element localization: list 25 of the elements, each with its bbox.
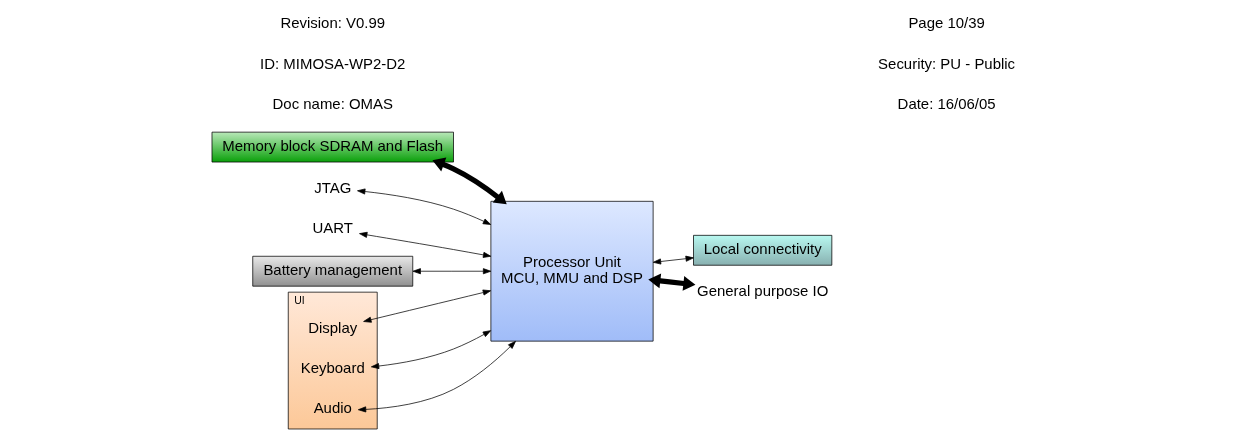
node-box: Local connectivity [693, 234, 833, 266]
label: ID: MIMOSA-WP2-D2 [260, 54, 406, 72]
node-text: JTAG [314, 178, 352, 196]
node-text: Audio [313, 399, 352, 417]
arrow [370, 330, 492, 370]
arrow [412, 268, 492, 275]
node-box: Battery management [252, 255, 414, 287]
node-text: Keyboard [300, 358, 365, 376]
label: Doc name: OMAS [272, 94, 393, 112]
arrow [648, 273, 696, 291]
node-text: UART [312, 219, 353, 237]
label: Date: 16/06/05 [897, 94, 996, 112]
arrow [357, 188, 492, 225]
node-box: Processor Unit MCU, MMU and DSP [490, 200, 654, 342]
arrow [359, 231, 492, 258]
label: Page 10/39 [908, 14, 985, 32]
arrow [363, 289, 492, 323]
node-text: General purpose IO [697, 281, 829, 299]
label: Security: PU - Public [878, 54, 1016, 72]
arrow [652, 255, 694, 265]
label: Revision: V0.99 [280, 14, 386, 32]
arrow [432, 157, 507, 205]
node-text: Display [308, 318, 358, 336]
arrow [357, 340, 516, 413]
node-box: Memory block SDRAM and Flash [211, 131, 454, 163]
